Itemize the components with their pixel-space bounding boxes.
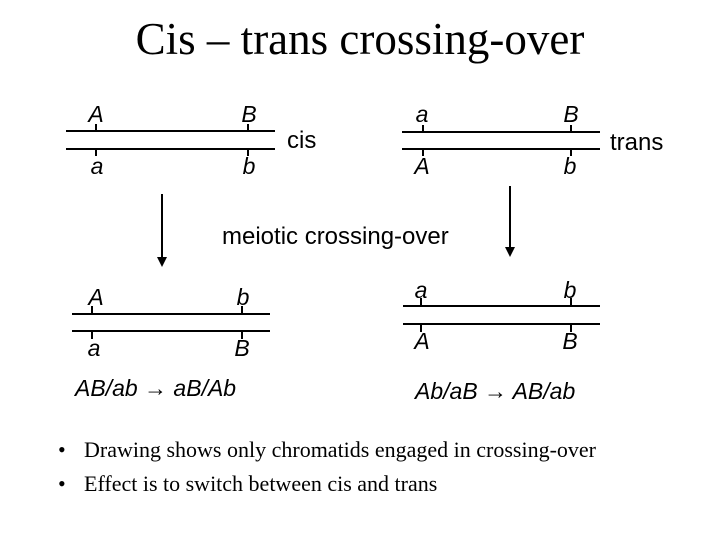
locus-tick [247,124,249,130]
down-arrow-head-icon [157,257,167,267]
chromatid-line [66,130,275,132]
allele-label: A [88,101,104,127]
locus-tick [570,125,572,131]
locus-tick [95,124,97,130]
locus-tick [570,298,572,305]
bullet-icon: • [58,437,66,462]
locus-tick [91,331,93,339]
allele-label: a [87,335,101,361]
bullet-item: Effect is to switch between cis and tran… [84,471,438,496]
bullet-icon: • [58,471,66,496]
chromatid-line [66,148,275,150]
allele-label: A [414,328,430,354]
down-arrow-icon [509,186,511,247]
allele-label: a [415,101,429,127]
locus-tick [91,306,93,313]
process-label: meiotic crossing-over [222,223,449,250]
chromatid-line [403,323,600,325]
genotype-formula: AB/ab → aB/Ab [75,375,237,401]
allele-label: a [414,277,428,303]
locus-tick [95,149,97,156]
allele-label: b [563,153,577,179]
allele-label: B [234,335,250,361]
allele-label: b [563,277,577,303]
down-arrow-icon [161,194,163,258]
locus-tick [420,324,422,332]
allele-label: A [88,284,104,310]
allele-label: b [236,284,250,310]
allele-label: B [241,101,257,127]
slide-title: Cis – trans crossing-over [135,14,585,64]
down-arrow-head-icon [505,247,515,257]
chromatid-line [72,313,270,315]
locus-tick [422,125,424,131]
locus-tick [241,331,243,339]
bullet-item: Drawing shows only chromatids engaged in… [84,437,597,462]
allele-label: B [562,328,578,354]
locus-tick [247,149,249,156]
locus-tick [570,149,572,156]
allele-label: A [414,153,430,179]
genotype-formula: Ab/aB → AB/ab [415,378,576,404]
chromatid-line [402,131,600,133]
arrangement-label: trans [610,129,664,156]
allele-label: B [563,101,579,127]
locus-tick [241,306,243,313]
arrangement-label: cis [287,127,317,154]
locus-tick [570,324,572,332]
allele-label: a [90,153,104,179]
locus-tick [422,149,424,156]
allele-label: b [242,153,256,179]
chromatid-line [402,148,600,150]
chromatid-line [403,305,600,307]
chromatid-line [72,330,270,332]
locus-tick [420,298,422,305]
